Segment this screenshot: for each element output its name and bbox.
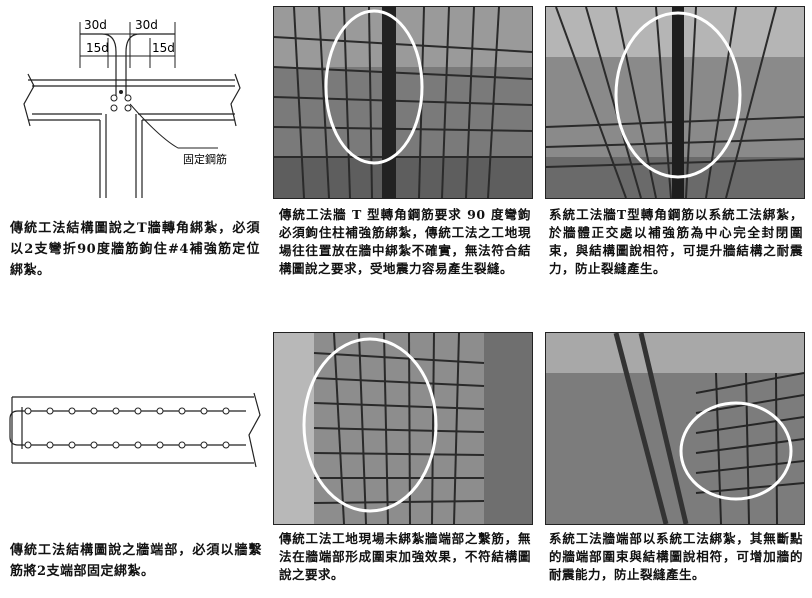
caption-row2-col3: 系統工法牆端部以系統工法綁紮，其無斷點的牆端部圍束與結構圖說相符，可增加牆的耐震… (549, 531, 803, 582)
dim-top-right: 30d (135, 18, 158, 32)
dim-mid-right: 15d (152, 41, 175, 55)
fixing-rebar-label: 固定鋼筋 (183, 152, 227, 166)
caption-row2-col2: 傳統工法工地現場未綁紮牆端部之繫筋，無法在牆端部形成圍束加強效果，不符結構圖說之… (279, 531, 531, 582)
t-wall-corner-drawing: 30d 30d 15d 15d 固定鋼筋 (10, 8, 260, 208)
caption-row1-col2: 傳統工法牆 T 型轉角鋼筋要求 90 度彎鉤必須鉤住柱補強筋綁紮，傳統工法之工地… (279, 207, 531, 276)
caption-row2-col1: 傳統工法結構圖說之牆端部，必須以牆繫筋將2支端部固定綁紮。 (10, 543, 262, 579)
caption-row1-col1: 傳統工法結構圖說之T牆轉角綁紮，必須以2支彎折90度牆筋鉤住#4補強筋定位綁紮。 (10, 221, 260, 278)
photo-traditional-t-corner (273, 6, 533, 199)
photo-traditional-wall-end (273, 332, 533, 525)
caption-row1-col3: 系統工法牆T型轉角鋼筋以系統工法綁紮，於牆體正交處以補強筋為中心完全封閉圍束，與… (549, 207, 803, 276)
dim-top-left: 30d (84, 18, 107, 32)
wall-end-drawing (6, 385, 262, 475)
photo-system-t-corner (545, 6, 805, 199)
dim-mid-left: 15d (86, 41, 109, 55)
photo-system-wall-end (545, 332, 805, 525)
